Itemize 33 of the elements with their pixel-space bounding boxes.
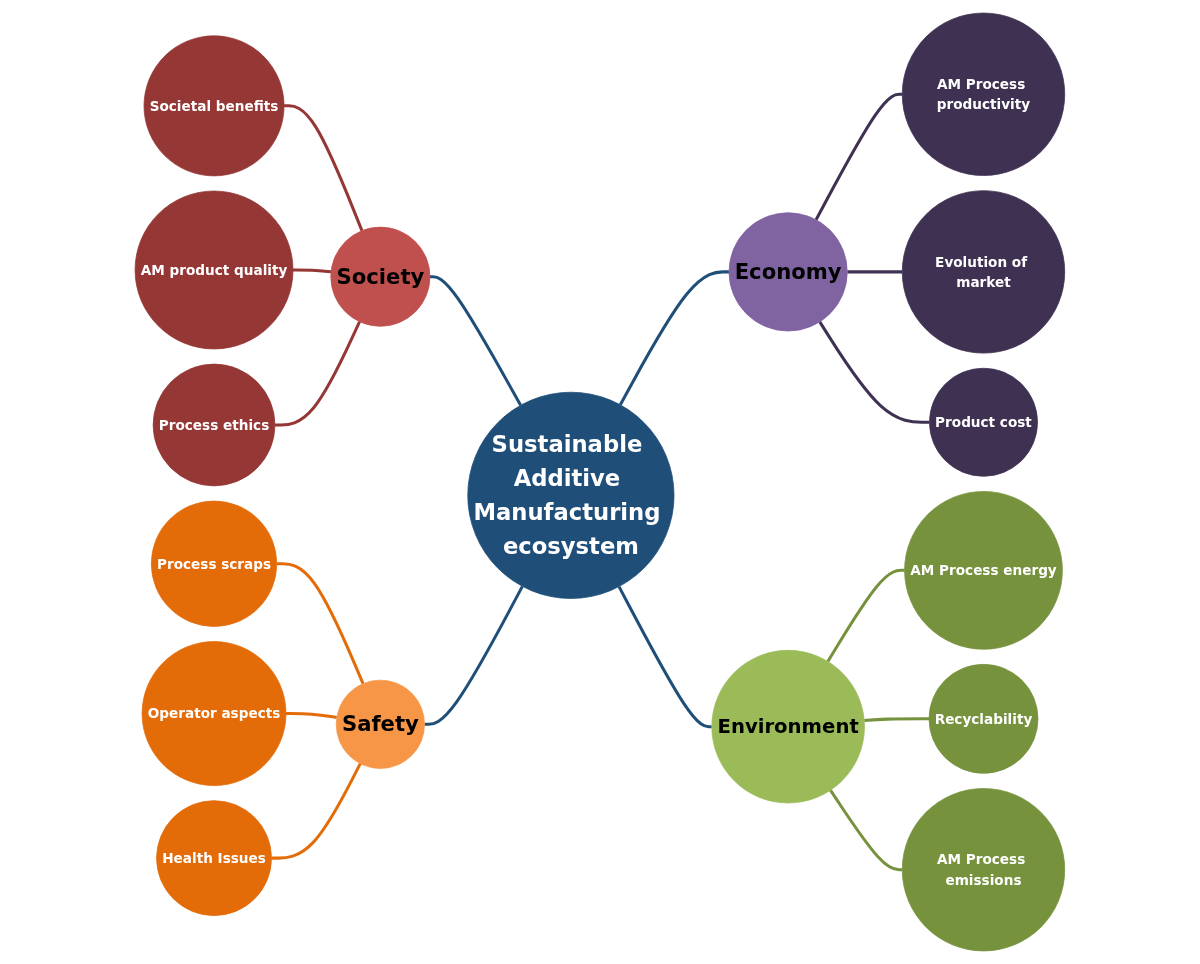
connector [284, 104, 364, 232]
connector [829, 789, 903, 872]
node-circle: Process ethics [152, 363, 276, 487]
node-circle: Society [330, 226, 431, 327]
node-circle: Product cost [929, 367, 1039, 477]
connector [430, 275, 523, 407]
connector [864, 717, 930, 722]
connector [424, 585, 524, 726]
connector [271, 762, 362, 860]
connector [619, 270, 730, 406]
node-circle: Health Issues [156, 800, 272, 916]
connector [847, 270, 903, 274]
node-circle: AM Process energy [904, 491, 1063, 650]
node-circle: Process scraps [151, 500, 278, 627]
node-circle: Economy [728, 212, 848, 332]
connector [276, 562, 365, 685]
node-circle: Societal benefits [143, 35, 285, 177]
connector [818, 321, 930, 424]
connector [286, 712, 338, 719]
node-circle: AM Process emissions [902, 788, 1066, 952]
node-circle: Recyclability [928, 664, 1039, 774]
connector [814, 92, 903, 221]
connector [617, 585, 712, 729]
node-circle: AM product quality [134, 190, 294, 350]
node-circle: Evolution of market [902, 190, 1066, 354]
node-circle: AM Process productivity [902, 12, 1066, 176]
connector [826, 568, 905, 663]
node-circle: Environment [711, 649, 865, 804]
connector [275, 321, 362, 427]
node-circle: Safety [335, 679, 426, 769]
node-circle: Operator aspects [141, 641, 287, 786]
connector [293, 268, 332, 274]
node-circle: Sustainable Additive Manufacturing ecosystem [467, 391, 675, 599]
